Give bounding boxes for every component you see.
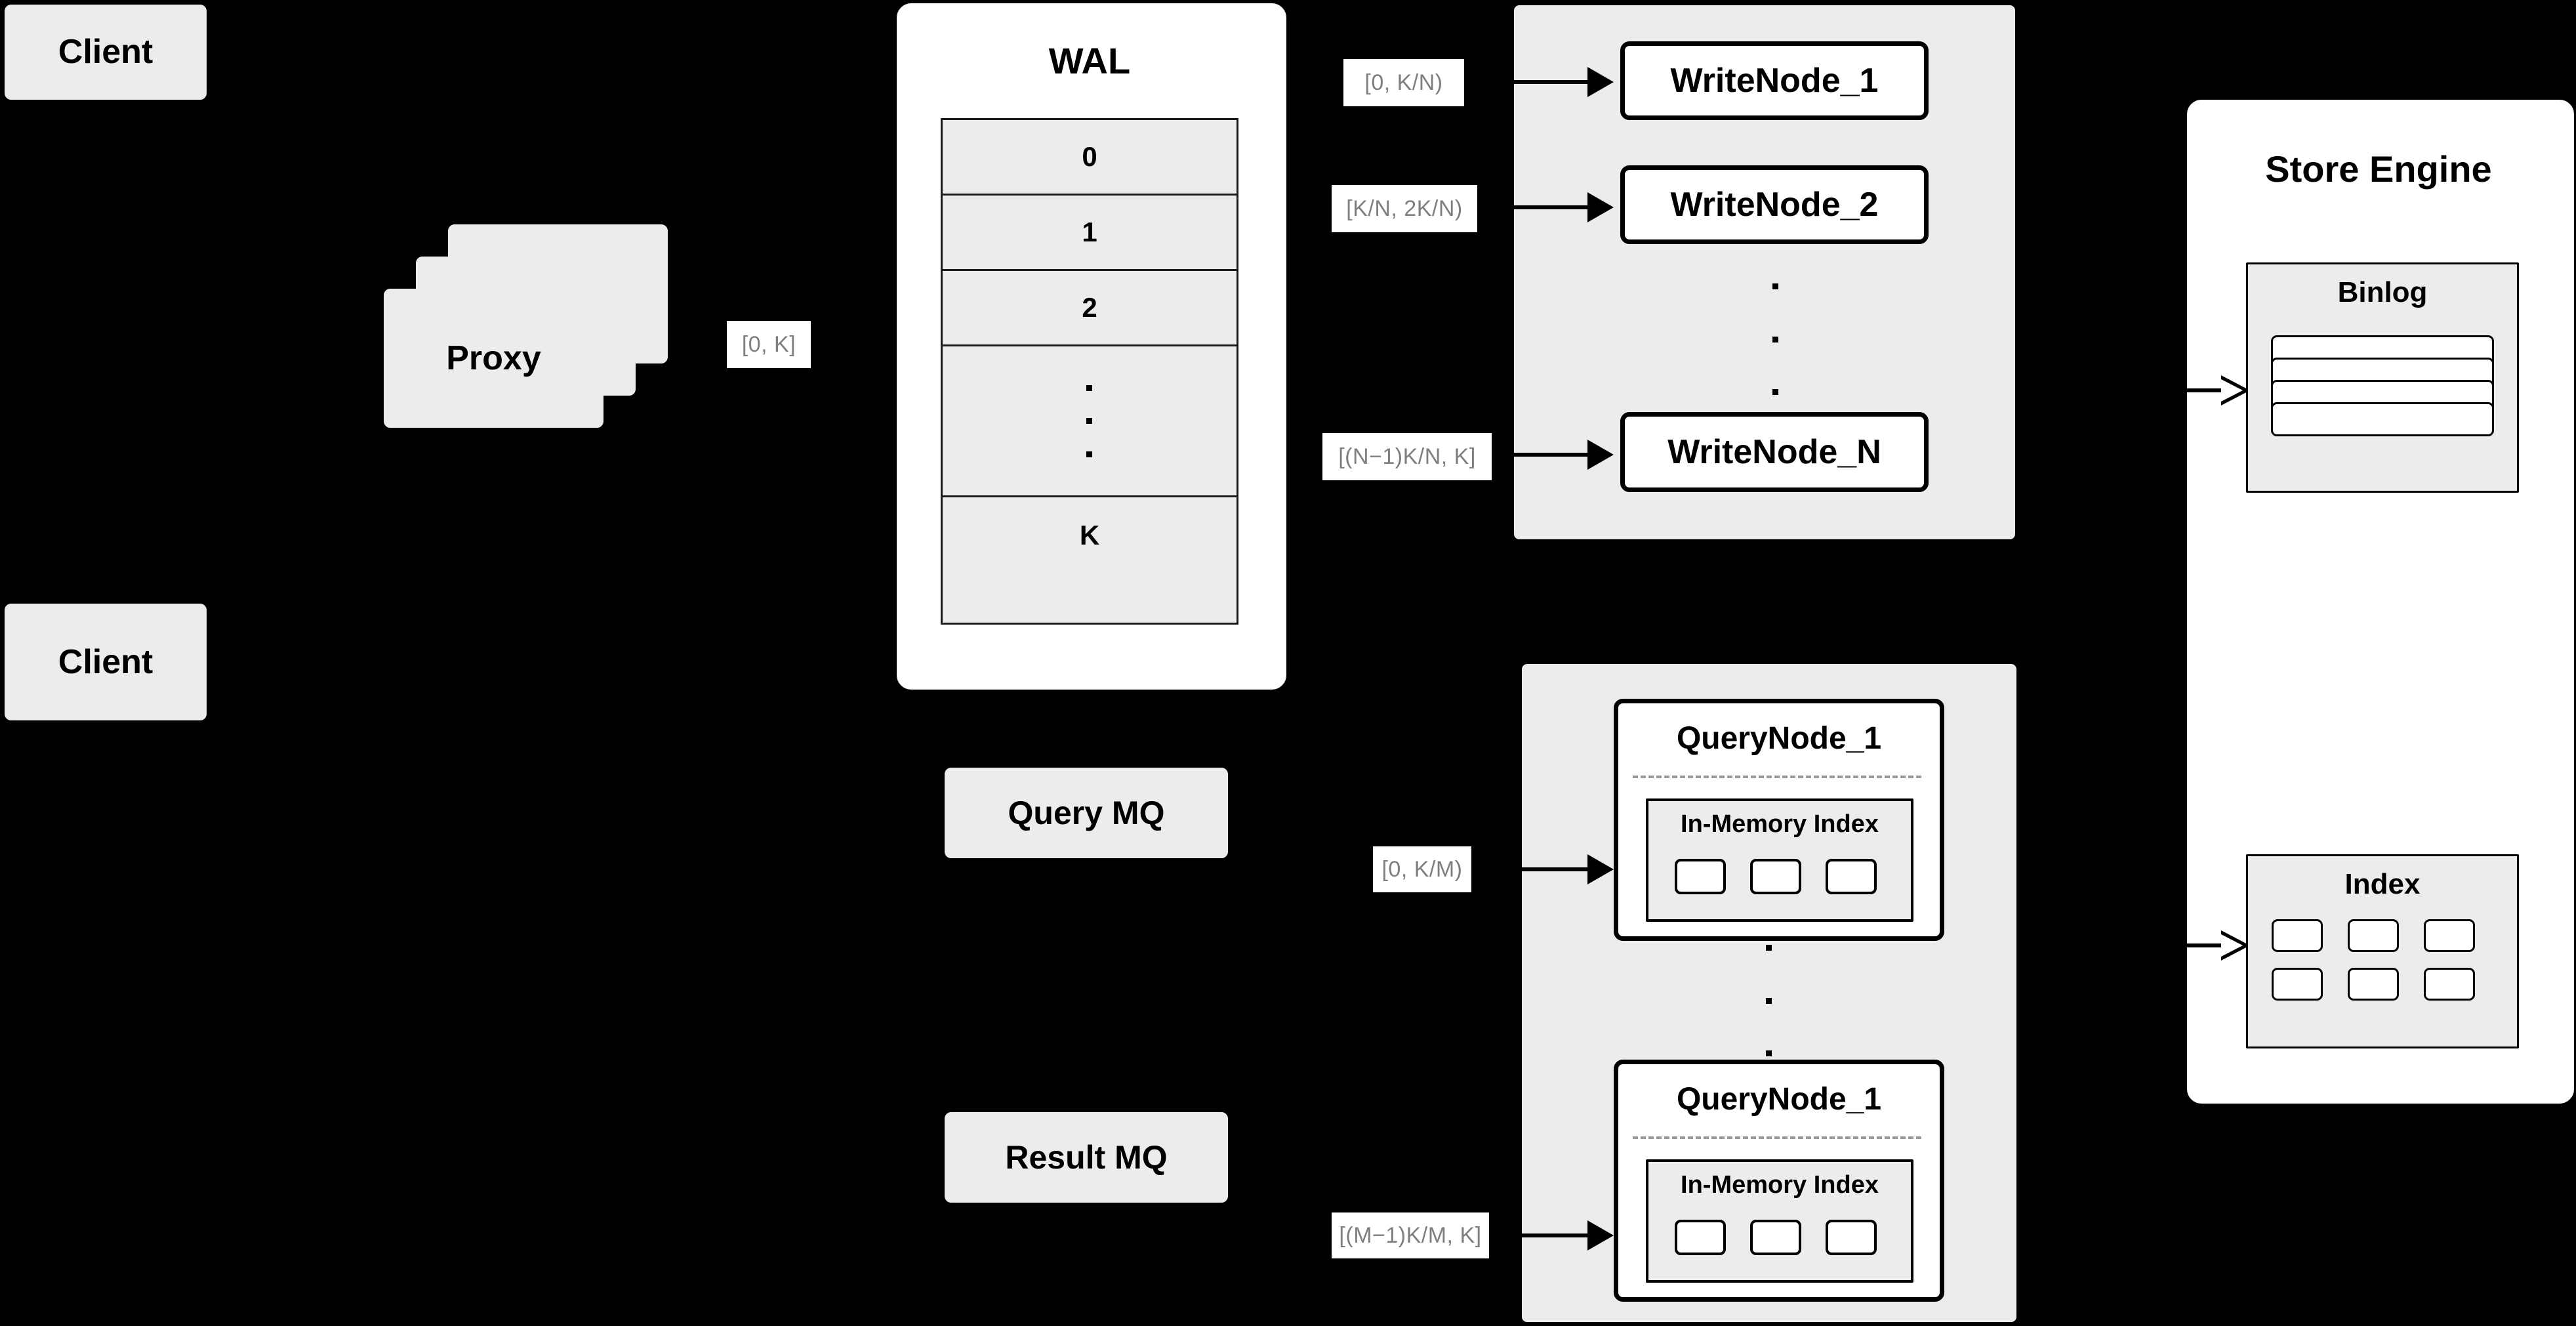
range-label-writenode-1: [0, K/N) <box>1343 59 1464 106</box>
index-chip <box>2348 919 2399 952</box>
binlog-label-text: Binlog <box>2337 276 2428 308</box>
proxy-label: Proxy <box>446 339 541 377</box>
index-panel: Index <box>2246 854 2519 1048</box>
query-mq-label: Query MQ <box>1008 794 1165 831</box>
wal-cell-label: 2 <box>1082 292 1097 323</box>
arrow-head-writenode-n <box>1587 440 1614 470</box>
index-label-text: Index <box>2344 868 2421 900</box>
in-memory-index-m-label-text: In-Memory Index <box>1681 1171 1879 1199</box>
proxy-box[interactable]: Proxy <box>384 289 603 428</box>
wal-title-text: WAL <box>1048 40 1131 81</box>
in-memory-index-1-label: In-Memory Index <box>1648 810 1911 839</box>
index-chip <box>2272 968 2323 1001</box>
index-chip <box>1675 1220 1726 1255</box>
wal-cell: 0 <box>943 120 1237 196</box>
write-node-2-label: WriteNode_2 <box>1670 185 1879 224</box>
range-label-writenode-2: [K/N, 2K/N) <box>1332 185 1477 232</box>
client-box-2[interactable]: Client <box>5 604 207 720</box>
arrow-head-binlog <box>2221 375 2250 405</box>
query-node-1-separator <box>1633 776 1921 778</box>
result-mq-box[interactable]: Result MQ <box>945 1112 1228 1203</box>
range-label-proxy-to-wal-text: [0, K] <box>741 331 796 357</box>
range-label-querynode-1-text: [0, K/M) <box>1381 856 1463 882</box>
arrow-head-querynode-1 <box>1587 854 1614 884</box>
binlog-row <box>2271 402 2494 436</box>
index-chip <box>1750 1220 1801 1255</box>
range-label-writenode-1-text: [0, K/N) <box>1364 70 1443 95</box>
index-chip <box>1826 1220 1877 1255</box>
client-label-1: Client <box>58 33 153 72</box>
arrow-head-querynode-m <box>1587 1220 1614 1251</box>
wal-cell-label: 1 <box>1082 217 1097 247</box>
index-chip <box>2424 919 2475 952</box>
in-memory-index-m: In-Memory Index <box>1646 1159 1913 1283</box>
index-chip <box>1675 859 1726 894</box>
arrow-line-querynode-m <box>1490 1233 1594 1237</box>
write-node-1[interactable]: WriteNode_1 <box>1620 41 1929 120</box>
store-engine-title-text: Store Engine <box>2265 148 2492 190</box>
query-node-1[interactable]: QueryNode_1 In-Memory Index <box>1614 699 1944 941</box>
vertical-ellipsis-icon-querygroup <box>1765 945 1772 1056</box>
arrow-line-writenode-1 <box>1469 80 1594 84</box>
arrow-line-querynode-1 <box>1475 867 1594 871</box>
arrow-head-writenode-1 <box>1587 67 1614 97</box>
range-label-writenode-2-text: [K/N, 2K/N) <box>1346 196 1463 221</box>
binlog-panel: Binlog <box>2246 262 2519 493</box>
range-label-querynode-m-text: [(M−1)K/M, K] <box>1339 1222 1482 1248</box>
in-memory-index-1: In-Memory Index <box>1646 798 1913 922</box>
write-node-1-label: WriteNode_1 <box>1670 61 1879 100</box>
range-label-querynode-1: [0, K/M) <box>1373 846 1471 892</box>
arrow-line-binlog <box>2178 388 2224 392</box>
query-node-m[interactable]: QueryNode_1 In-Memory Index <box>1614 1060 1944 1302</box>
range-label-writenode-n: [(N−1)K/N, K] <box>1322 433 1492 480</box>
query-node-m-label-text: QueryNode_1 <box>1676 1082 1882 1117</box>
wal-cell: 1 <box>943 196 1237 271</box>
index-chip <box>2348 968 2399 1001</box>
binlog-label: Binlog <box>2248 276 2517 309</box>
index-label: Index <box>2248 868 2517 901</box>
vertical-ellipsis-icon-writegroup <box>1771 283 1779 395</box>
range-label-proxy-to-wal: [0, K] <box>727 321 811 368</box>
wal-cell-label: 0 <box>1082 141 1097 172</box>
arrow-line-writenode-n <box>1494 453 1594 457</box>
wal-cell: K <box>943 497 1237 573</box>
arrow-head-writenode-2 <box>1587 192 1614 222</box>
index-chip <box>2424 968 2475 1001</box>
query-node-m-separator <box>1633 1136 1921 1139</box>
arrow-line-writenode-2 <box>1481 205 1594 209</box>
store-engine-title: Store Engine <box>2187 148 2570 190</box>
client-label-2: Client <box>58 642 153 681</box>
query-node-m-label: QueryNode_1 <box>1618 1081 1940 1117</box>
range-label-writenode-n-text: [(N−1)K/N, K] <box>1338 444 1476 469</box>
index-chip <box>2272 919 2323 952</box>
wal-title: WAL <box>897 39 1282 82</box>
wal-cell-label: K <box>1079 519 1100 550</box>
query-node-1-label: QueryNode_1 <box>1618 720 1940 756</box>
write-node-2[interactable]: WriteNode_2 <box>1620 165 1929 244</box>
index-chip <box>1750 859 1801 894</box>
in-memory-index-1-label-text: In-Memory Index <box>1681 810 1879 838</box>
vertical-ellipsis-icon <box>1086 384 1092 457</box>
query-node-1-label-text: QueryNode_1 <box>1676 721 1882 756</box>
arrow-head-index <box>2221 930 2250 961</box>
query-mq-box[interactable]: Query MQ <box>945 768 1228 858</box>
wal-cell: 2 <box>943 271 1237 346</box>
in-memory-index-m-label: In-Memory Index <box>1648 1171 1911 1199</box>
result-mq-label: Result MQ <box>1005 1138 1168 1176</box>
write-node-n-label: WriteNode_N <box>1667 432 1881 471</box>
range-label-querynode-m: [(M−1)K/M, K] <box>1332 1212 1489 1258</box>
client-box-1[interactable]: Client <box>5 5 207 100</box>
arrow-line-index <box>2178 943 2224 947</box>
index-chip <box>1826 859 1877 894</box>
wal-cell-list: 0 1 2 K <box>941 118 1238 625</box>
wal-cell-ellipsis <box>943 346 1237 497</box>
write-node-n[interactable]: WriteNode_N <box>1620 412 1929 492</box>
